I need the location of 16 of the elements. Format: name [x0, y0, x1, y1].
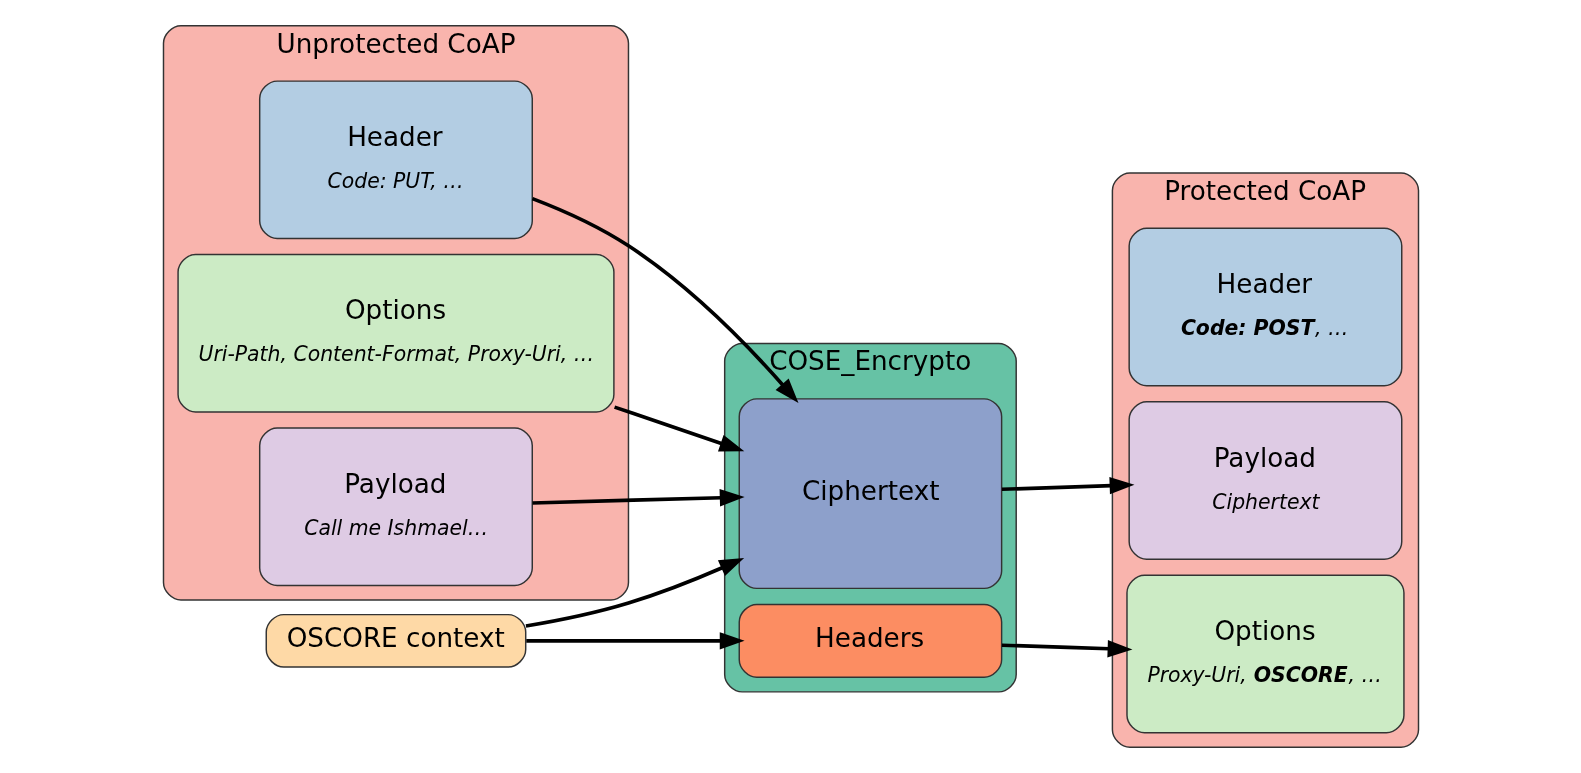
arrow: [1001, 477, 1134, 495]
node-box: Header Code: POST, …: [1127, 227, 1402, 387]
arrow: [525, 632, 745, 650]
node-box: Header Code: PUT, …: [258, 80, 533, 240]
node-box: Ciphertext: [738, 398, 1002, 590]
arrow: [525, 557, 744, 628]
node-box: OSCORE context: [265, 613, 526, 668]
arrow: [613, 405, 744, 452]
node-box: Options Uri-Path, Content-Format, Proxy-Uri, …: [176, 253, 615, 413]
node-box: Headers: [738, 603, 1002, 679]
node-box: Payload Ciphertext: [1127, 401, 1402, 560]
arrow: [532, 489, 745, 507]
node-box: Options Proxy-Uri, OSCORE, …: [1125, 574, 1405, 734]
node-box: Payload Call me Ishmael…: [258, 427, 533, 587]
arrow: [531, 196, 798, 403]
arrow: [1001, 640, 1132, 658]
